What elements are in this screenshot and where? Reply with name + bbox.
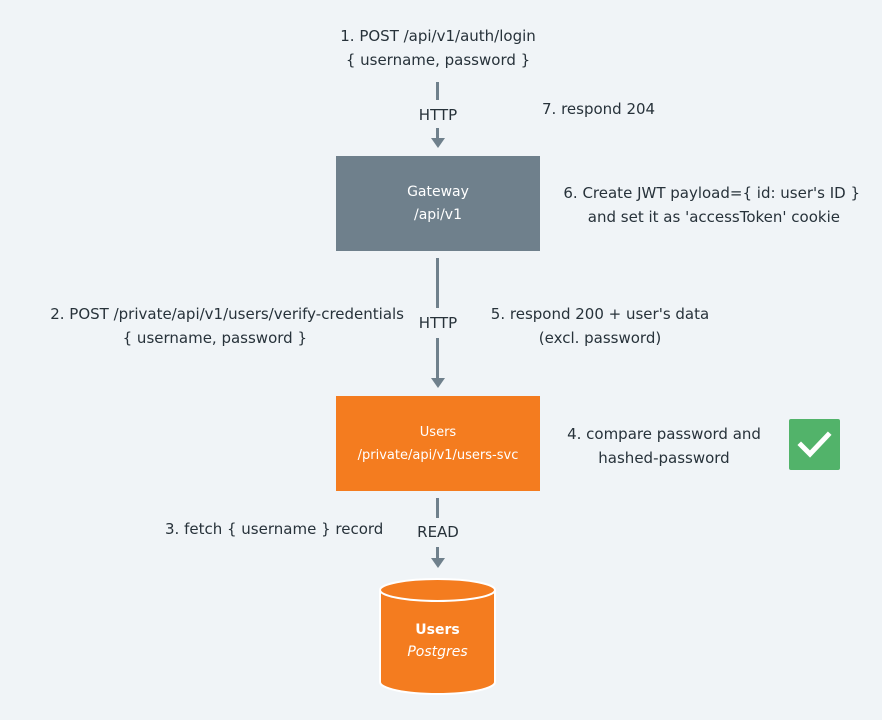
gateway-box: Gateway /api/v1	[336, 156, 540, 251]
step-5-line-1: 5. respond 200 + user's data	[490, 305, 710, 323]
step-4-line-2: hashed-password	[598, 449, 730, 467]
step-1-label: 1. POST /api/v1/auth/login { username, p…	[300, 24, 576, 72]
arrow-2-lower	[436, 338, 439, 378]
step-3-label: 3. fetch { username } record	[165, 520, 384, 538]
step-1-line-2: { username, password }	[345, 51, 531, 69]
step-5-label: 5. respond 200 + user's data (excl. pass…	[470, 302, 730, 350]
step-7-label: 7. respond 204	[542, 100, 656, 118]
step-6-line-2: and set it as 'accessToken' cookie	[587, 208, 840, 226]
arrow-2-upper	[436, 258, 439, 308]
check-icon	[789, 419, 840, 470]
gateway-path: /api/v1	[414, 206, 462, 223]
arrow-3-upper	[436, 498, 439, 518]
gateway-title: Gateway	[407, 183, 469, 200]
step-4-label: 4. compare password and hashed-password	[555, 422, 773, 470]
database-title: Users	[415, 622, 460, 638]
arrow-1-head	[431, 138, 445, 148]
protocol-read: READ	[408, 523, 468, 541]
step-2-label: 2. POST /private/api/v1/users/verify-cre…	[10, 302, 404, 350]
step-6-label: 6. Create JWT payload={ id: user's ID } …	[560, 181, 860, 229]
protocol-http-middle: HTTP	[408, 314, 468, 332]
step-5-line-2: (excl. password)	[538, 329, 662, 347]
arrow-1-upper	[436, 82, 439, 100]
protocol-http-top: HTTP	[408, 106, 468, 124]
database-cylinder	[379, 578, 496, 695]
step-1-line-1: 1. POST /api/v1/auth/login	[340, 27, 536, 45]
step-2-line-1: 2. POST /private/api/v1/users/verify-cre…	[50, 305, 404, 323]
step-6-line-1: 6. Create JWT payload={ id: user's ID }	[563, 184, 860, 202]
users-service-box: Users /private/api/v1/users-svc	[336, 396, 540, 491]
step-2-line-2: { username, password }	[122, 329, 307, 347]
database-engine: Postgres	[407, 644, 468, 660]
arrow-3-head	[431, 558, 445, 568]
users-service-path: /private/api/v1/users-svc	[357, 447, 519, 463]
arrow-1-lower	[436, 128, 439, 138]
users-service-title: Users	[419, 424, 457, 440]
arrow-2-head	[431, 378, 445, 388]
arrow-3-lower	[436, 547, 439, 558]
step-4-line-1: 4. compare password and	[567, 425, 761, 443]
